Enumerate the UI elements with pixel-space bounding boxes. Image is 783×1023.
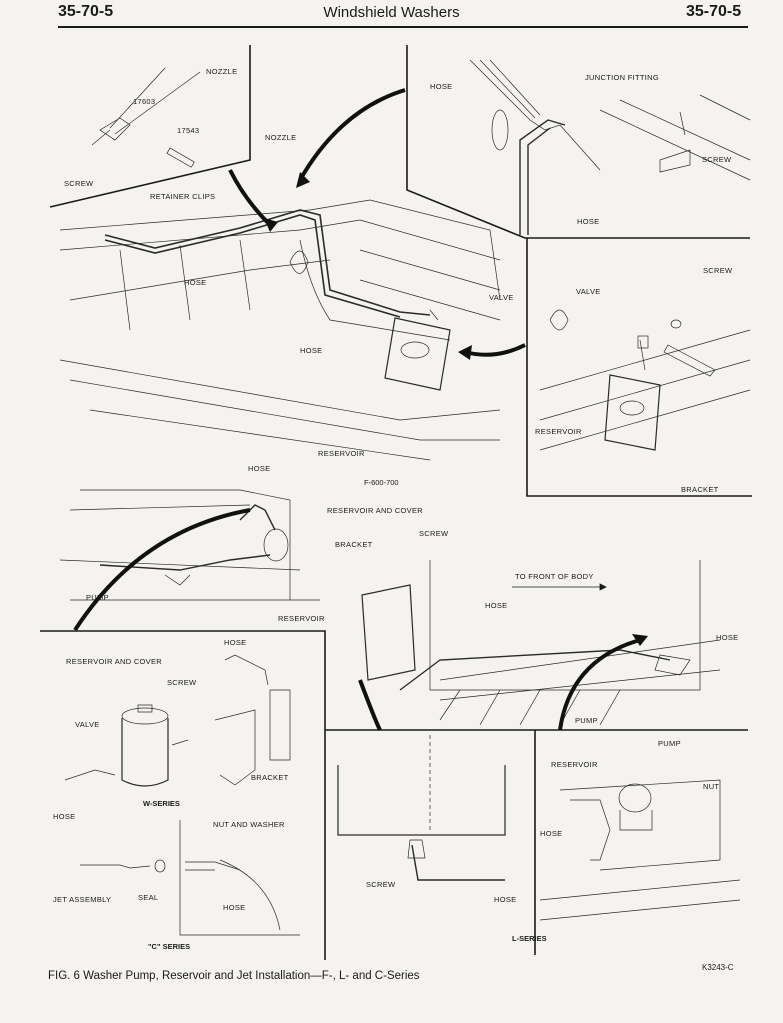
w-series-sketch — [64, 654, 300, 936]
label-hose-w-left: HOSE — [53, 812, 76, 821]
label-screw-bottom-center: SCREW — [366, 880, 396, 889]
panel-frame-right — [526, 238, 752, 497]
view-arrows — [73, 88, 641, 731]
panel-frame-w-series — [40, 630, 326, 960]
label-to-front-of-body: TO FRONT OF BODY — [515, 572, 594, 581]
panel-frame-top-right — [406, 45, 750, 239]
label-hose-bottom-right: HOSE — [540, 829, 563, 838]
label-retainer-clips: RETAINER CLIPS — [150, 192, 216, 201]
middle-section-sketch — [59, 489, 721, 726]
label-hose-f-mid: HOSE — [300, 346, 323, 355]
right-detail-sketch — [539, 309, 751, 451]
panel-frame-top-left — [49, 45, 251, 208]
label-reservoir-f: RESERVOIR — [318, 449, 365, 458]
label-reservoir-right: RESERVOIR — [535, 427, 582, 436]
label-part-17603: 17603 — [133, 97, 156, 106]
label-valve-right: VALVE — [576, 287, 601, 296]
figure-caption: FIG. 6 Washer Pump, Reservoir and Jet In… — [48, 970, 420, 982]
label-part-17543: 17543 — [177, 126, 200, 135]
figure-id: F-600-700 — [364, 478, 399, 487]
label-hose-l-right: HOSE — [716, 633, 739, 642]
label-reservoir-mid: RESERVOIR — [278, 614, 325, 623]
label-nut-and-washer: NUT AND WASHER — [213, 820, 285, 829]
label-screw-top-left: SCREW — [64, 179, 94, 188]
w-series-label: W-SERIES — [143, 799, 180, 808]
label-reservoir-and-cover-mid: RESERVOIR AND COVER — [327, 506, 424, 515]
front-arrow — [512, 583, 607, 591]
label-bracket-mid: BRACKET — [335, 540, 373, 549]
label-screw-top-right: SCREW — [702, 155, 732, 164]
page-number-left: 35-70-5 — [58, 3, 114, 20]
label-valve-f: VALVE — [489, 293, 514, 302]
label-hose-top-right: HOSE — [430, 82, 453, 91]
label-hose-l-center: HOSE — [485, 601, 508, 610]
label-reservoir-bottom-right: RESERVOIR — [551, 760, 598, 769]
l-series-label: L-SERIES — [512, 934, 547, 943]
label-jet-assembly: JET ASSEMBLY — [53, 895, 112, 904]
label-hose-f-left: HOSE — [184, 278, 207, 287]
label-hose-mid-top: HOSE — [248, 464, 271, 473]
label-hose-w-top: HOSE — [224, 638, 247, 647]
top-right-detail-sketch — [469, 59, 751, 235]
label-hose-top-right-low: HOSE — [577, 217, 600, 226]
label-seal: SEAL — [138, 893, 159, 902]
label-hose-bottom-center: HOSE — [494, 895, 517, 904]
c-series-label: "C" SERIES — [148, 942, 191, 951]
label-screw-mid: SCREW — [419, 529, 449, 538]
label-nut-bottom-right: NUT — [703, 782, 720, 791]
label-hose-c: HOSE — [223, 903, 246, 912]
label-bracket-right: BRACKET — [681, 485, 719, 494]
drawing-code: K3243-C — [702, 963, 734, 972]
label-nozzle-mid: NOZZLE — [265, 133, 297, 142]
label-screw-w: SCREW — [167, 678, 197, 687]
label-reservoir-and-cover-w: RESERVOIR AND COVER — [66, 657, 163, 666]
label-valve-w: VALVE — [75, 720, 100, 729]
label-pump-l: PUMP — [575, 716, 598, 725]
label-screw-right: SCREW — [703, 266, 733, 275]
page-number-right: 35-70-5 — [686, 3, 742, 20]
arrow-heads — [264, 172, 648, 646]
f-series-body-sketch — [59, 67, 501, 461]
label-bracket-w: BRACKET — [251, 773, 289, 782]
page-title: Windshield Washers — [323, 4, 460, 21]
label-junction-fitting: JUNCTION FITTING — [585, 73, 659, 82]
header-rule — [58, 26, 748, 28]
l-series-bottom-sketch — [337, 735, 741, 921]
label-pump-bottom-right: PUMP — [658, 739, 681, 748]
label-nozzle-top: NOZZLE — [206, 67, 238, 76]
label-pump-mid: PUMP — [86, 593, 109, 602]
